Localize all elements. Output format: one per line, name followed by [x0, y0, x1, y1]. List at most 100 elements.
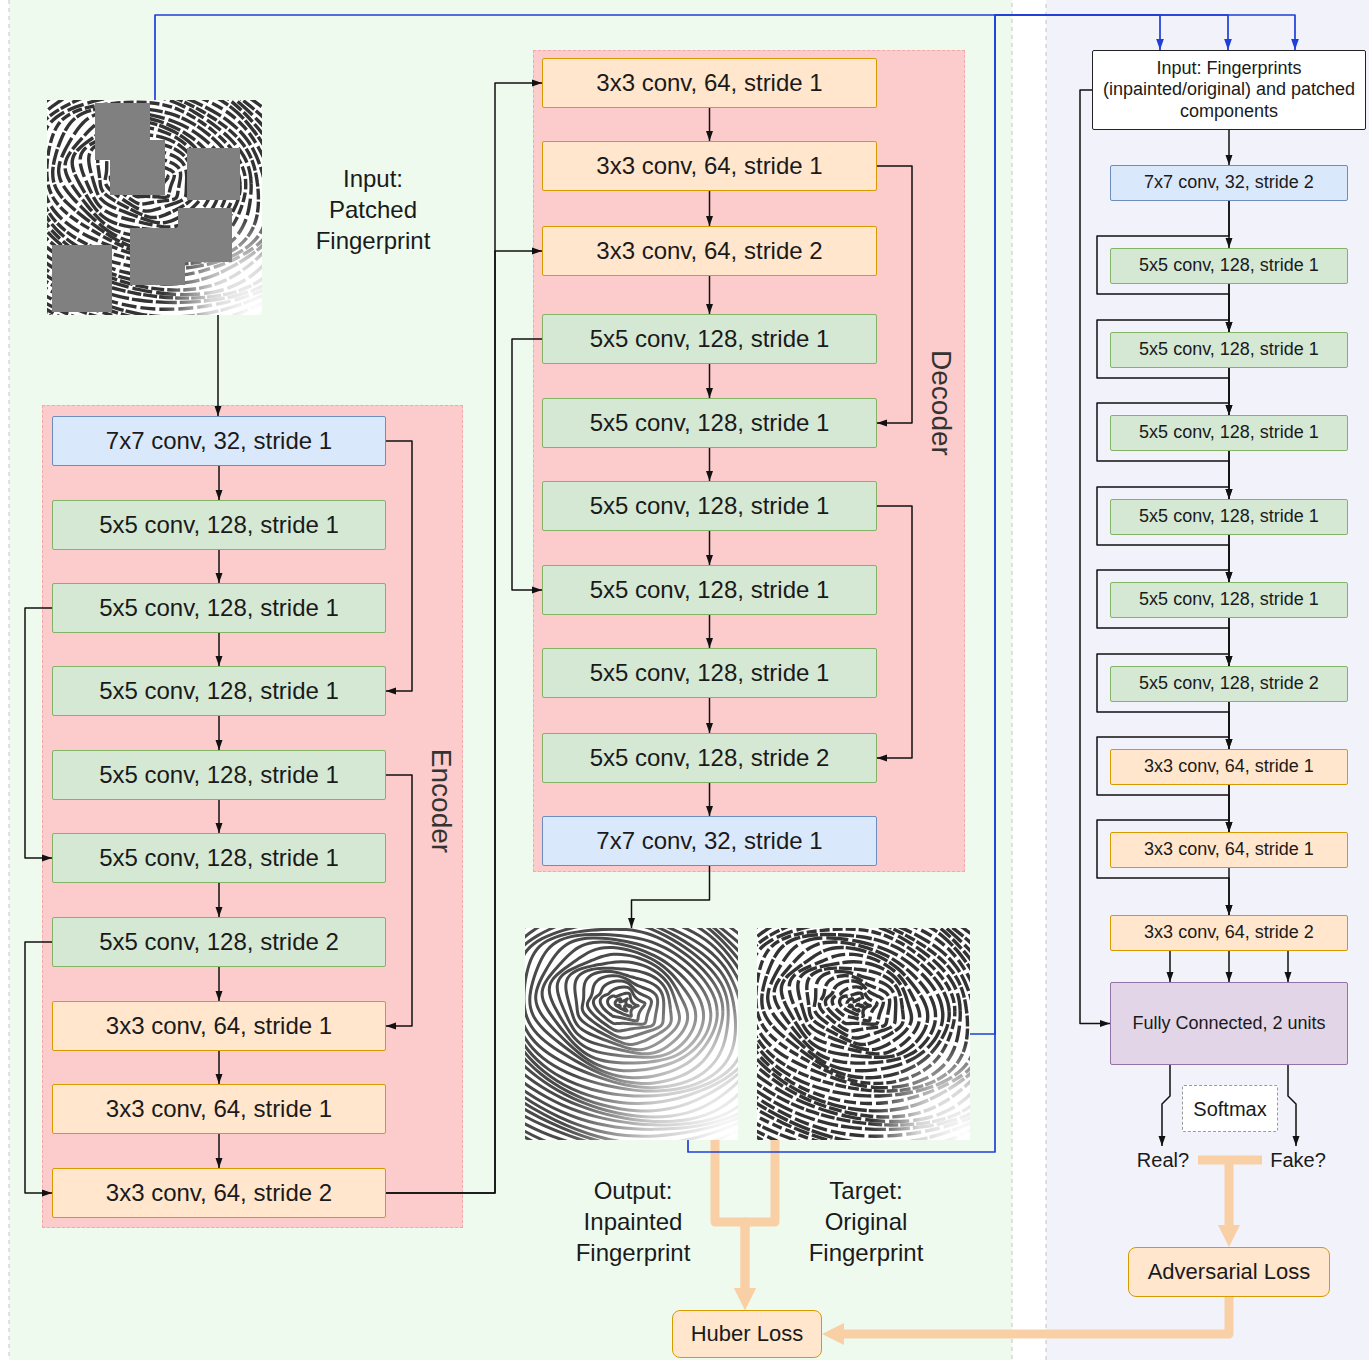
fingerprint-ridge [525, 928, 738, 1140]
fingerprint-ridge [757, 928, 970, 1140]
fingerprint-ridge [47, 100, 262, 315]
layer-label: 5x5 conv, 128, stride 1 [590, 659, 830, 688]
output-label: Fake? [1270, 1148, 1326, 1172]
missing-patch [110, 140, 165, 195]
block-title-text: Decoder [926, 350, 957, 456]
image-caption: Input: Patched Fingerprint [316, 163, 431, 257]
fingerprint-ridge [757, 928, 970, 1140]
layer-arrow [1228, 785, 1230, 832]
layer-label: Input: Fingerprints (inpainted/original)… [1097, 58, 1361, 123]
layer-label: 3x3 conv, 64, stride 1 [1144, 756, 1314, 778]
network-block: Encoder 7x7 conv, 32, stride 1 5x5 conv, 1… [42, 405, 463, 1228]
layer-arrow [1228, 951, 1230, 982]
missing-patch [130, 228, 185, 285]
fingerprint-ridge [757, 928, 970, 1140]
output-arrow [1288, 1065, 1296, 1146]
layer-label: 7x7 conv, 32, stride 2 [1144, 172, 1314, 194]
layer-label: Fully Connected, 2 units [1132, 1013, 1325, 1035]
layer-arrow [1228, 618, 1230, 666]
conv-layer-box: 5x5 conv, 128, stride 1 [52, 500, 386, 550]
fingerprint-ridge [757, 928, 970, 1140]
fingerprint-ridge [757, 928, 970, 1140]
block-title: Encoder [424, 749, 458, 853]
softmax-box: Softmax [1182, 1085, 1278, 1132]
fingerprint-ridge [525, 928, 738, 1140]
fingerprint-ridge [47, 100, 262, 315]
fingerprint-ridge [47, 100, 262, 315]
layer-label: 5x5 conv, 128, stride 1 [1139, 339, 1319, 361]
layer-label: 3x3 conv, 64, stride 1 [106, 1095, 332, 1124]
conv-layer-box: 5x5 conv, 128, stride 1 [1110, 332, 1348, 368]
discriminator-panel [1046, 0, 1369, 1360]
conv-layer-box: 3x3 conv, 64, stride 2 [1110, 915, 1348, 951]
fingerprint-ridge [47, 100, 262, 315]
fingerprint-ridge [47, 100, 262, 315]
conv-layer-box: 5x5 conv, 128, stride 2 [542, 733, 877, 783]
layer-label: 5x5 conv, 128, stride 1 [99, 594, 339, 623]
layer-label: 5x5 conv, 128, stride 1 [590, 492, 830, 521]
conv-layer-box: 5x5 conv, 128, stride 1 [1110, 582, 1348, 618]
generator-panel [9, 0, 1012, 1360]
layer-arrow [1080, 90, 1110, 1024]
layer-label: 3x3 conv, 64, stride 2 [1144, 922, 1314, 944]
network-block: Decoder3x3 conv, 64, stride 13x3 conv, 6… [533, 50, 965, 872]
layer-arrow [632, 866, 710, 928]
layer-arrow [1228, 284, 1230, 332]
loss-box: Adversarial Loss [1128, 1247, 1330, 1297]
conv-layer-box: 5x5 conv, 128, stride 1 [1110, 499, 1348, 535]
fingerprint-ridge [47, 100, 262, 315]
fingerprint-ridge [525, 928, 738, 1140]
fingerprint-ridge [525, 928, 738, 1140]
conv-layer-box: 5x5 conv, 128, stride 1 [542, 565, 877, 615]
conv-layer-box: 3x3 conv, 64, stride 2 [52, 1168, 386, 1218]
fingerprint-ridge [525, 928, 738, 1140]
layer-label: 5x5 conv, 128, stride 1 [590, 576, 830, 605]
image-fade [47, 100, 262, 315]
fingerprint-ridge [525, 928, 738, 1140]
fingerprint-ridge [47, 100, 262, 315]
layer-label: 3x3 conv, 64, stride 1 [1144, 839, 1314, 861]
fingerprint-ridge [757, 928, 970, 1140]
fingerprint-ridge [525, 928, 738, 1140]
conv-layer-box: 5x5 conv, 128, stride 1 [52, 833, 386, 883]
conv-layer-box: 5x5 conv, 128, stride 1 [1110, 248, 1348, 284]
layer-arrow [1228, 130, 1230, 165]
layer-label: 7x7 conv, 32, stride 1 [596, 827, 822, 856]
fingerprint-ridge [525, 928, 738, 1140]
block-title: Decoder [924, 350, 958, 456]
layer-label: 5x5 conv, 128, stride 1 [99, 761, 339, 790]
layer-label: 5x5 conv, 128, stride 2 [1139, 673, 1319, 695]
fingerprint-ridge [525, 928, 738, 1140]
conv-layer-box: 3x3 conv, 64, stride 1 [542, 58, 877, 108]
fingerprint-ridge [757, 928, 970, 1140]
fingerprint-ridge [525, 928, 738, 1140]
layer-label: 5x5 conv, 128, stride 1 [99, 511, 339, 540]
dense-layer-box: Fully Connected, 2 units [1110, 982, 1348, 1065]
image-caption: Output: Inpainted Fingerprint [576, 1175, 691, 1269]
loss-box: Huber Loss [672, 1310, 822, 1358]
missing-patch [52, 245, 112, 312]
layer-label: 7x7 conv, 32, stride 1 [106, 427, 332, 456]
conv-layer-box: 5x5 conv, 128, stride 1 [542, 314, 877, 364]
layer-label: 5x5 conv, 128, stride 1 [1139, 422, 1319, 444]
conv-layer-box: 3x3 conv, 64, stride 1 [52, 1001, 386, 1051]
fingerprint-ridge [757, 928, 970, 1140]
fingerprint-image: Target: Original Fingerprint [757, 928, 970, 1140]
fingerprint-ridge [525, 928, 738, 1140]
fingerprint-ridge [757, 928, 970, 1140]
loss-arrow [745, 1140, 775, 1288]
conv-layer-box: 3x3 conv, 64, stride 1 [1110, 749, 1348, 785]
conv-layer-box: 3x3 conv, 64, stride 1 [1110, 832, 1348, 868]
layer-arrow [1228, 451, 1230, 499]
caption-text: Input: Patched Fingerprint [316, 165, 431, 254]
fingerprint-ridge [47, 100, 262, 315]
caption-text: Target: Original Fingerprint [809, 1177, 924, 1266]
fingerprint-image: Input: Patched Fingerprint [47, 100, 262, 315]
layer-arrow [1228, 535, 1230, 582]
connector-group [25, 15, 1295, 1334]
fingerprint-ridge [757, 928, 970, 1140]
loss-arrow [844, 1297, 1229, 1334]
conv-layer-box: 7x7 conv, 32, stride 2 [1110, 165, 1348, 201]
